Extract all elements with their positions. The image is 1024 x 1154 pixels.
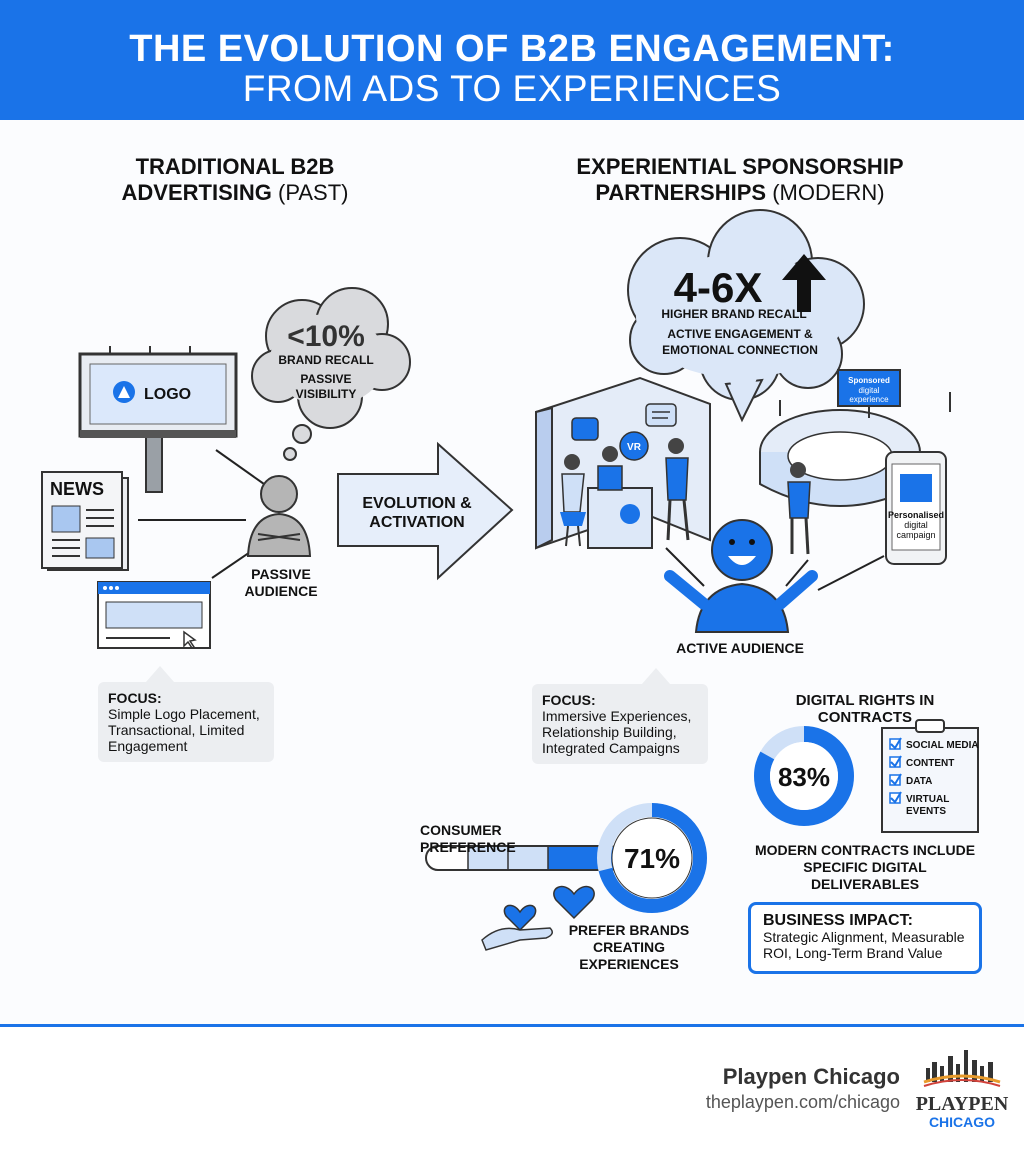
logo-word-2: CHICAGO	[929, 1114, 995, 1130]
exhibition-booth	[535, 376, 711, 550]
checklist-item: DATA	[906, 776, 932, 787]
consumer-preference-caption: PREFER BRANDS CREATING EXPERIENCES	[568, 922, 690, 972]
passive-person-icon	[246, 475, 312, 557]
footer-divider	[0, 1024, 1024, 1027]
focus-bubble-pointer	[642, 668, 670, 684]
heart-hand-icon	[481, 885, 595, 951]
active-person-icon	[664, 519, 818, 633]
stadium-screen-text-1: Sponsored	[848, 376, 890, 385]
checkmark-icon	[890, 737, 902, 750]
browser-window-icon	[97, 581, 211, 649]
right-column-title: EXPERIENTIAL SPONSORSHIP PARTNERSHIPS (M…	[576, 154, 904, 205]
evolution-arrow	[337, 441, 514, 581]
left-focus-box: FOCUS: Simple Logo Placement, Transactio…	[98, 682, 274, 762]
cloud-label-1: HIGHER BRAND RECALL	[661, 307, 806, 321]
phone-text-2: digital	[904, 520, 928, 530]
playpen-logo	[923, 1050, 1001, 1087]
connector-line	[215, 449, 265, 485]
left-column-title: TRADITIONAL B2B ADVERTISING (PAST)	[121, 154, 349, 205]
recall-multiplier-stat: 4-6X	[674, 264, 763, 311]
stadium-screen-text-2: digital	[859, 386, 880, 395]
consumer-preference-title: CONSUMER PREFERENCE	[420, 822, 516, 855]
brand-url[interactable]: theplaypen.com/chicago	[705, 1092, 900, 1112]
phone-text-3: campaign	[896, 530, 935, 540]
focus-bubble-pointer	[146, 666, 174, 682]
heart-icon	[503, 904, 537, 932]
speech-cloud	[627, 209, 865, 423]
digital-rights-title: DIGITAL RIGHTS IN CONTRACTS	[795, 692, 935, 726]
checklist-item: CONTENT	[906, 758, 954, 769]
digital-rights-percent: 83%	[778, 762, 830, 792]
brand-recall-stat: <10%	[287, 320, 365, 353]
thought-cloud	[251, 287, 411, 461]
checkmark-icon	[890, 773, 902, 786]
connector-line	[665, 547, 705, 587]
thought-label-1: BRAND RECALL	[278, 353, 373, 367]
checkmark-icon	[890, 791, 902, 804]
cloud-label-3: EMOTIONAL CONNECTION	[662, 343, 818, 357]
consumer-preference-donut	[597, 803, 707, 913]
up-arrow-icon	[782, 254, 826, 312]
evolution-arrow-label: EVOLUTION & ACTIVATION	[362, 495, 472, 531]
newspaper-title: NEWS	[50, 479, 104, 499]
page-title-line2: FROM ADS TO EXPERIENCES	[242, 68, 782, 109]
checklist-item: EVENTS	[906, 806, 946, 817]
digital-rights-donut	[754, 726, 854, 826]
thought-label-2: PASSIVE	[300, 372, 351, 386]
phone-text-1: Personalised	[888, 510, 944, 520]
billboard-icon	[78, 346, 238, 493]
passive-audience-label: PASSIVE AUDIENCE	[244, 566, 318, 599]
cloud-label-2: ACTIVE ENGAGEMENT &	[667, 327, 813, 341]
digital-rights-caption: MODERN CONTRACTS INCLUDE SPECIFIC DIGITA…	[754, 842, 976, 892]
active-audience-label: ACTIVE AUDIENCE	[676, 640, 804, 656]
consumer-percent: 71%	[624, 843, 680, 874]
fan-with-phone-icon	[787, 462, 811, 555]
brand-name: Playpen Chicago	[722, 1064, 900, 1089]
billboard-logo-text: LOGO	[144, 386, 191, 403]
business-impact-box: BUSINESS IMPACT: Strategic Alignment, Me…	[748, 902, 982, 974]
smartphone-icon	[885, 451, 947, 565]
connector-line	[785, 559, 809, 587]
connector-line	[817, 555, 885, 591]
page-title-line1: THE EVOLUTION OF B2B ENGAGEMENT:	[129, 28, 895, 70]
footer-brand: Playpen Chicago theplaypen.com/chicago	[706, 1064, 900, 1113]
checklist-item: VIRTUAL	[906, 794, 949, 805]
header-banner: THE EVOLUTION OF B2B ENGAGEMENT: FROM AD…	[0, 0, 1024, 120]
main-content	[0, 120, 1024, 1026]
checklist-item: SOCIAL MEDIA	[906, 740, 979, 751]
stadium-screen-text-3: experience	[849, 395, 889, 404]
vr-badge: VR	[627, 442, 642, 453]
thought-label-3: VISIBILITY	[296, 387, 357, 401]
newspaper-icon	[41, 471, 129, 571]
right-focus-box: FOCUS: Immersive Experiences, Relationsh…	[532, 684, 708, 764]
logo-word-1: PLAYPEN	[916, 1093, 1009, 1115]
checkmark-icon	[890, 755, 902, 768]
